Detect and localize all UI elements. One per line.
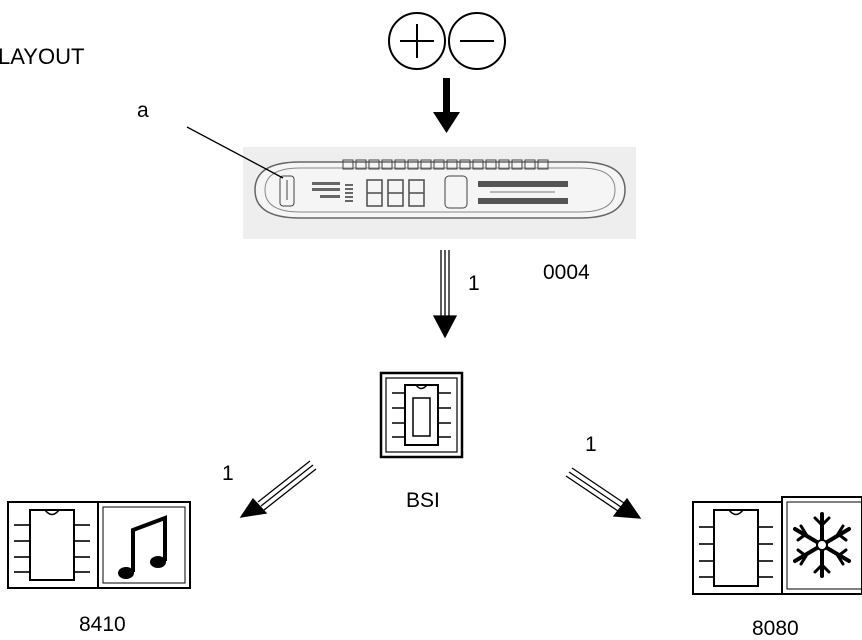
bus-arrow-bsi-radio	[239, 460, 317, 518]
bus-arrow-display-bsi	[432, 250, 458, 339]
link-label-display-bsi: 1	[468, 272, 480, 295]
thermometer-icon	[279, 175, 295, 207]
radio-chip-icon	[7, 501, 99, 589]
power-arrow	[433, 78, 460, 133]
bar-graph	[345, 184, 353, 202]
multifunction-display	[243, 147, 636, 239]
segment-block-left	[312, 182, 340, 198]
matrix-row-bottom	[478, 198, 568, 204]
snowflake-icon	[781, 496, 862, 595]
clim-code-label: 8080	[752, 617, 799, 640]
matrix-row-top	[478, 181, 568, 187]
page-title: LAYOUT	[0, 44, 85, 69]
bus-arrow-bsi-clim	[565, 467, 642, 519]
link-label-bsi-radio: 1	[222, 462, 234, 485]
music-note-icon	[97, 501, 191, 589]
leader-line-a	[186, 126, 284, 179]
display-right-zone	[444, 175, 468, 209]
radio-code-label: 8410	[79, 613, 126, 636]
display-icon-strip	[342, 159, 549, 170]
bsi-label: BSI	[406, 489, 440, 512]
bsi-chip-icon	[379, 371, 464, 459]
seven-segment-digits	[366, 179, 425, 207]
clim-chip-icon	[692, 501, 783, 595]
link-label-bsi-clim: 1	[585, 433, 597, 456]
plus-circle-icon	[388, 12, 446, 70]
minus-circle-icon	[448, 12, 506, 70]
display-code-label: 0004	[543, 261, 590, 284]
label-a: a	[137, 99, 149, 122]
